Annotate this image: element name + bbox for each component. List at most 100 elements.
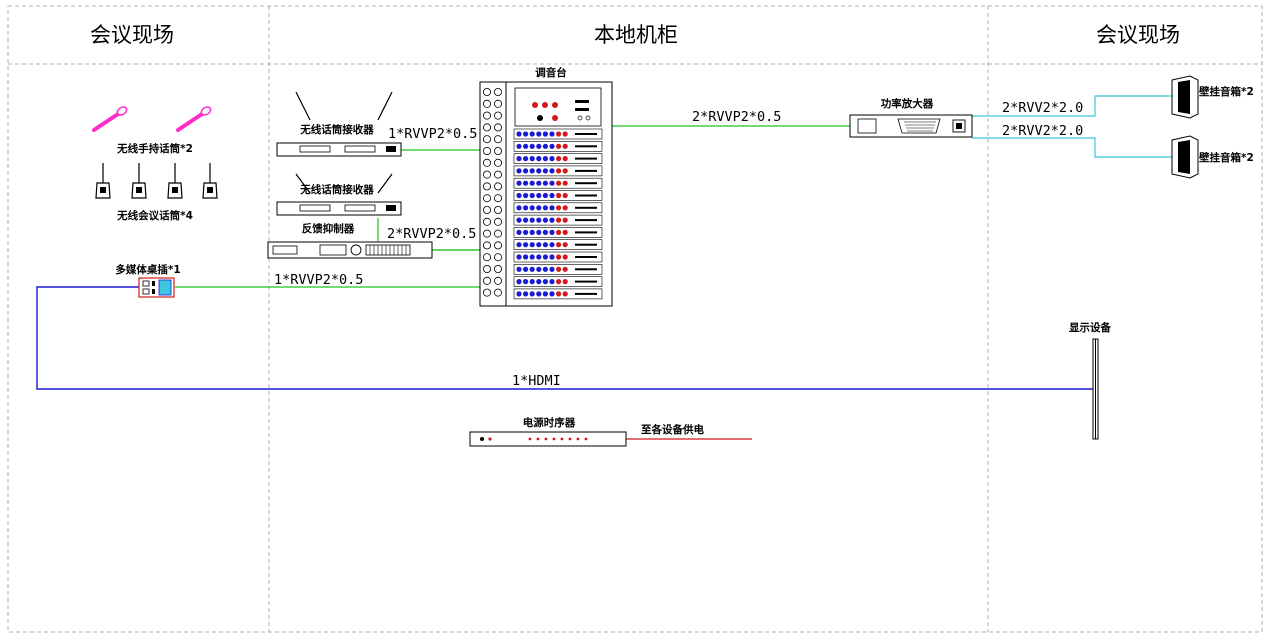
channel-strip bbox=[513, 153, 603, 164]
channel-fader bbox=[575, 194, 597, 197]
receiver-2-label: 无线话筒接收器 bbox=[299, 183, 374, 196]
wireless-receiver-1 bbox=[276, 91, 402, 157]
channel-knob bbox=[542, 205, 549, 211]
input-jack-icon bbox=[482, 288, 491, 297]
channel-strip bbox=[513, 239, 603, 250]
channel-knob bbox=[556, 254, 562, 260]
input-jack-icon bbox=[493, 229, 502, 238]
channel-knob bbox=[516, 229, 522, 235]
channel-knob bbox=[536, 131, 542, 137]
channel-knob bbox=[542, 254, 549, 260]
display-device bbox=[1092, 338, 1099, 440]
input-jack-icon bbox=[493, 99, 502, 108]
channel-knob bbox=[562, 229, 568, 235]
channel-knob bbox=[549, 143, 555, 149]
channel-fader bbox=[575, 157, 597, 160]
channel-knob bbox=[549, 131, 555, 137]
channel-knob bbox=[556, 131, 562, 137]
channel-knob bbox=[556, 266, 562, 272]
sequencer-label: 电源时序器 bbox=[523, 416, 576, 429]
channel-knob bbox=[562, 180, 568, 186]
power-amplifier bbox=[849, 114, 973, 138]
channel-knob bbox=[536, 192, 542, 199]
input-jack-icon bbox=[493, 123, 502, 132]
input-jack-icon bbox=[493, 158, 502, 167]
channel-knob bbox=[536, 156, 542, 162]
channel-knob bbox=[556, 143, 562, 149]
zone-title-right: 会议现场 bbox=[1096, 23, 1180, 47]
input-jack-icon bbox=[482, 135, 491, 144]
channel-knob bbox=[529, 254, 535, 260]
channel-knob bbox=[556, 229, 562, 235]
channel-knob bbox=[562, 254, 568, 260]
conference-mic-icon bbox=[167, 163, 183, 199]
channel-knob bbox=[529, 131, 535, 137]
channel-fader bbox=[575, 292, 597, 295]
channel-strip bbox=[513, 128, 603, 140]
channel-knob bbox=[549, 266, 555, 272]
channel-knob bbox=[549, 229, 555, 235]
channel-knob bbox=[562, 217, 568, 223]
channel-knob bbox=[562, 143, 568, 149]
channel-strip bbox=[513, 263, 603, 275]
channel-knob bbox=[556, 205, 562, 211]
channel-knob bbox=[516, 192, 522, 199]
channel-knob bbox=[562, 156, 568, 162]
input-jack-icon bbox=[493, 205, 502, 214]
channel-knob bbox=[536, 242, 542, 248]
zone-title-left: 会议现场 bbox=[90, 23, 174, 47]
channel-knob bbox=[542, 291, 549, 297]
channel-knob bbox=[562, 168, 568, 174]
channel-knob bbox=[549, 180, 555, 186]
channel-knob bbox=[516, 254, 522, 260]
input-jack-icon bbox=[493, 264, 502, 273]
channel-knob bbox=[542, 168, 549, 174]
speaker-1-label: 壁挂音箱*2 bbox=[1199, 85, 1254, 98]
channel-knob bbox=[536, 254, 542, 260]
channel-knob bbox=[516, 143, 522, 149]
amplifier-label: 功率放大器 bbox=[881, 97, 934, 110]
channel-knob bbox=[523, 217, 529, 223]
input-jack-icon bbox=[482, 253, 491, 262]
feedback-label: 反馈抑制器 bbox=[302, 222, 355, 235]
mixer-input-jacks bbox=[482, 88, 502, 297]
channel-fader bbox=[575, 268, 597, 271]
channel-knob bbox=[516, 291, 522, 297]
channel-knob bbox=[529, 229, 535, 235]
channel-fader bbox=[575, 182, 597, 185]
cable-amp-speaker1 bbox=[972, 95, 1172, 117]
input-jack-icon bbox=[482, 146, 491, 155]
input-jack-icon bbox=[482, 111, 491, 120]
channel-knob bbox=[523, 291, 529, 297]
channel-knob bbox=[523, 242, 529, 248]
channel-knob bbox=[542, 180, 549, 186]
input-jack-icon bbox=[482, 170, 491, 179]
channel-knob bbox=[529, 266, 535, 272]
channel-knob bbox=[562, 205, 568, 211]
channel-knob bbox=[523, 192, 529, 199]
channel-knob bbox=[529, 168, 535, 174]
power-note-label: 至各设备供电 bbox=[641, 423, 704, 436]
channel-knob bbox=[549, 279, 555, 285]
multimedia-box bbox=[138, 277, 175, 298]
channel-knob bbox=[542, 229, 549, 235]
channel-knob bbox=[529, 291, 535, 297]
channel-knob bbox=[523, 131, 529, 137]
channel-knob bbox=[556, 180, 562, 186]
input-jack-icon bbox=[493, 288, 502, 297]
input-jack-icon bbox=[482, 99, 491, 108]
channel-fader bbox=[575, 256, 597, 258]
input-jack-icon bbox=[493, 217, 502, 226]
channel-knob bbox=[562, 192, 568, 199]
channel-fader bbox=[575, 231, 597, 234]
input-jack-icon bbox=[482, 194, 491, 203]
channel-knob bbox=[556, 242, 562, 248]
conference-mics bbox=[95, 163, 218, 199]
conference-mic-label: 无线会议话筒*4 bbox=[116, 209, 193, 222]
channel-knob bbox=[529, 143, 535, 149]
channel-knob bbox=[536, 279, 542, 285]
channel-fader bbox=[575, 133, 597, 135]
input-jack-icon bbox=[482, 88, 491, 97]
channel-knob bbox=[523, 205, 529, 211]
